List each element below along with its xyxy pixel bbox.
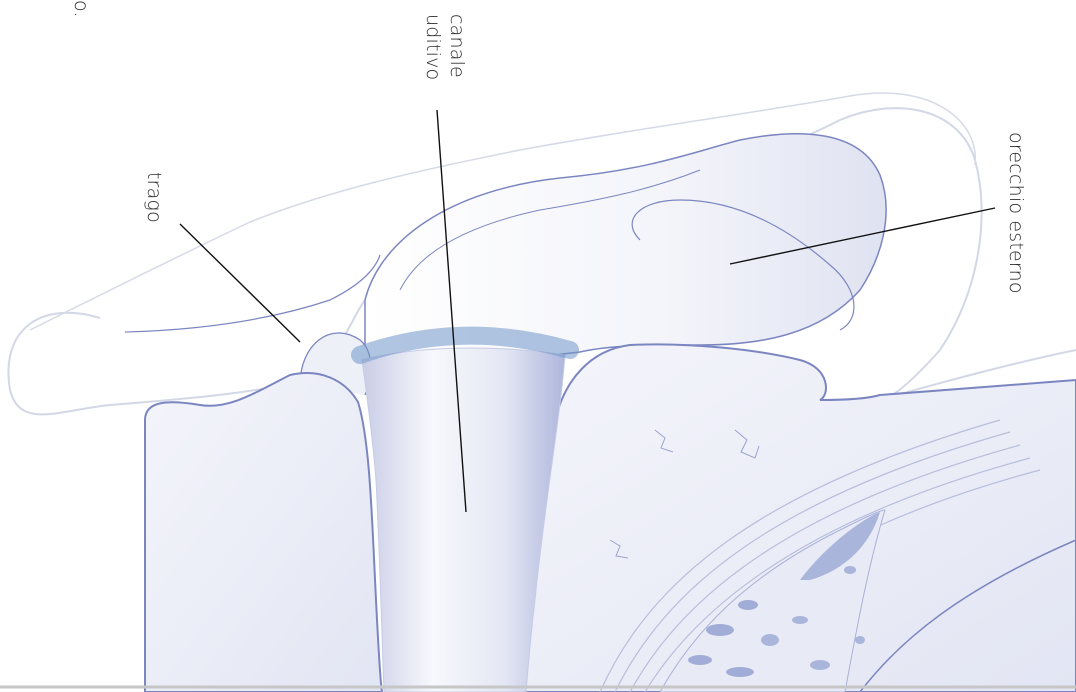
label-canal-line1: canale <box>446 14 468 78</box>
left-canal-wall <box>145 373 382 692</box>
label-canal-line2: uditivo <box>422 14 444 80</box>
label-tragus: trago <box>143 172 165 223</box>
leader-line-trago <box>180 224 300 342</box>
concha-curve <box>125 255 380 332</box>
label-outer-ear: orecchio esterno <box>1005 132 1027 294</box>
corner-label-fragment: o. <box>70 0 92 18</box>
